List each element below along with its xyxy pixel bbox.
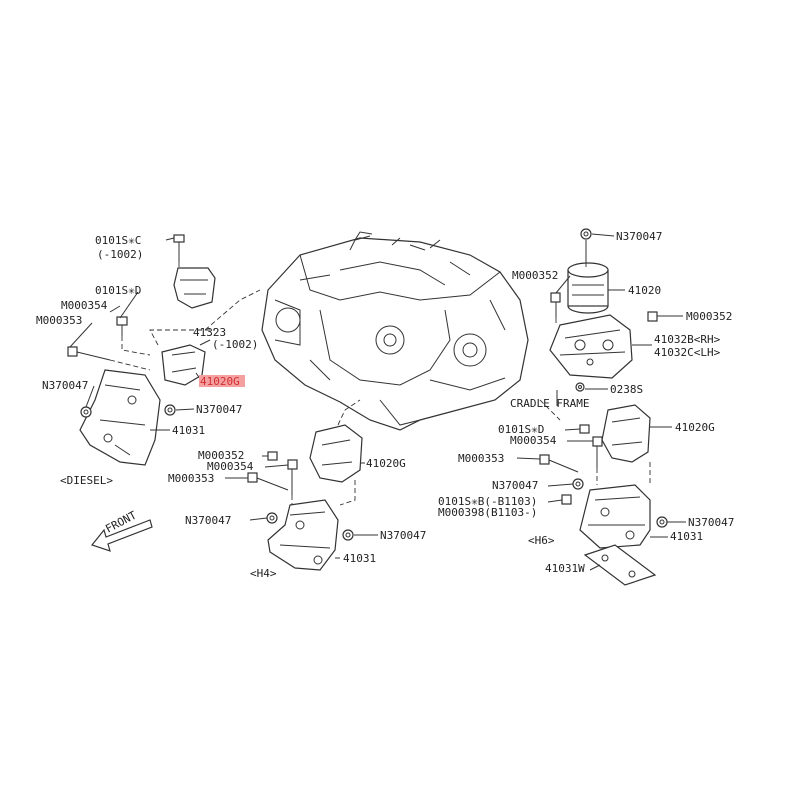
mount-41020[interactable] [567,262,609,314]
highlight-box [199,375,245,387]
label-0101s-d-left: 0101S✳D [95,284,141,297]
label-n370047-left1: N370047 [42,379,88,392]
label-0101s-c: 0101S✳C [95,234,141,247]
bracket-41032[interactable] [549,314,633,379]
nut-n370047-mid2[interactable] [342,529,354,541]
label-n370047-r2: N370047 [688,516,734,529]
label-41032b: 41032B<RH> [654,333,721,346]
label-m000353-left: M000353 [36,314,82,327]
label-n370047-mid1: N370047 [185,514,231,527]
bolt-m000354-right[interactable] [592,436,603,468]
label-41031w: 41031W [545,562,585,575]
label-0101s-d-right: 0101S✳D [498,423,544,436]
label-m000352-mid: M000352 [198,449,244,462]
engine-block [261,231,529,431]
bolt-m000353-right[interactable] [539,454,579,473]
label-m000352-r2: M000352 [686,310,732,323]
nut-n370047-left1[interactable] [80,406,92,418]
label-41020g-highlight[interactable]: 41020G [200,375,240,388]
label-0238s: 0238S [610,383,643,396]
mount-41020g-h4[interactable] [309,424,363,483]
bolt-m000353-mid[interactable] [247,472,289,491]
nut-n370047-mid1[interactable] [266,512,278,524]
nut-n370047-r1[interactable] [572,478,584,490]
label-m000354-mid: M000354 [207,460,254,473]
label-m000352-r1: M000352 [512,269,558,282]
label-m000353-mid: M000353 [168,472,214,485]
label-41032c: 41032C<LH> [654,346,721,359]
label-41020: 41020 [628,284,661,297]
bracket-41323[interactable] [173,267,216,309]
label-n370047-mid2: N370047 [380,529,426,542]
label-n370047-r1: N370047 [492,479,538,492]
label-m000353-right: M000353 [458,452,504,465]
bolt-m000352-r1[interactable] [550,292,561,318]
label-cradle-frame: CRADLE FRAME [510,397,589,410]
label-1002-mid: (-1002) [212,338,258,351]
label-n370047-left2: N370047 [196,403,242,416]
mount-41020g-h6[interactable] [601,404,651,463]
bolt-m000353-left[interactable] [67,346,111,361]
bolt-0101s-c[interactable] [173,234,185,262]
label-h6: <H6> [528,534,555,547]
label-41323: 41323 [193,326,226,339]
label-m000398: M000398(B1103-) [438,506,537,519]
nut-0238s[interactable] [575,382,585,392]
bolt-m000354-mid[interactable] [287,459,298,495]
label-41020g-mid: 41020G [366,457,406,470]
nut-n370047-left2[interactable] [164,404,176,416]
label-m000354-right: M000354 [510,434,557,447]
label-diesel: <DIESEL> [60,474,113,487]
bracket-41031-h4[interactable] [267,499,339,571]
label-41031-left: 41031 [172,424,205,437]
diesel-bracket-group [67,234,261,466]
label-41020g-right: 41020G [675,421,715,434]
nut-n370047-r2[interactable] [656,516,668,528]
bolt-m000352-mid[interactable] [267,451,278,461]
label-41031-right: 41031 [670,530,703,543]
h6-bracket-group [516,228,686,586]
h4-bracket-group [225,399,378,571]
plate-41031w[interactable] [583,544,657,586]
label-1002-top: (-1002) [97,248,143,261]
bracket-41031-diesel[interactable] [79,369,161,466]
bolt-m000352-r2[interactable] [647,311,658,322]
bolt-0101s-b[interactable] [561,494,572,505]
label-0101s-b: 0101S✳B(-B1103) [438,495,537,508]
bolt-0101s-d-left[interactable] [116,316,128,336]
label-41031-mid: 41031 [343,552,376,565]
bracket-41031-h6[interactable] [579,484,651,549]
front-arrow [90,519,153,552]
label-n370047-top: N370047 [616,230,662,243]
nut-n370047-top[interactable] [580,228,592,240]
bolt-0101s-d-right[interactable] [579,424,590,434]
mount-41020g-diesel[interactable] [161,344,206,386]
label-m000354-left: M000354 [61,299,108,312]
label-h4: <H4> [250,567,277,580]
